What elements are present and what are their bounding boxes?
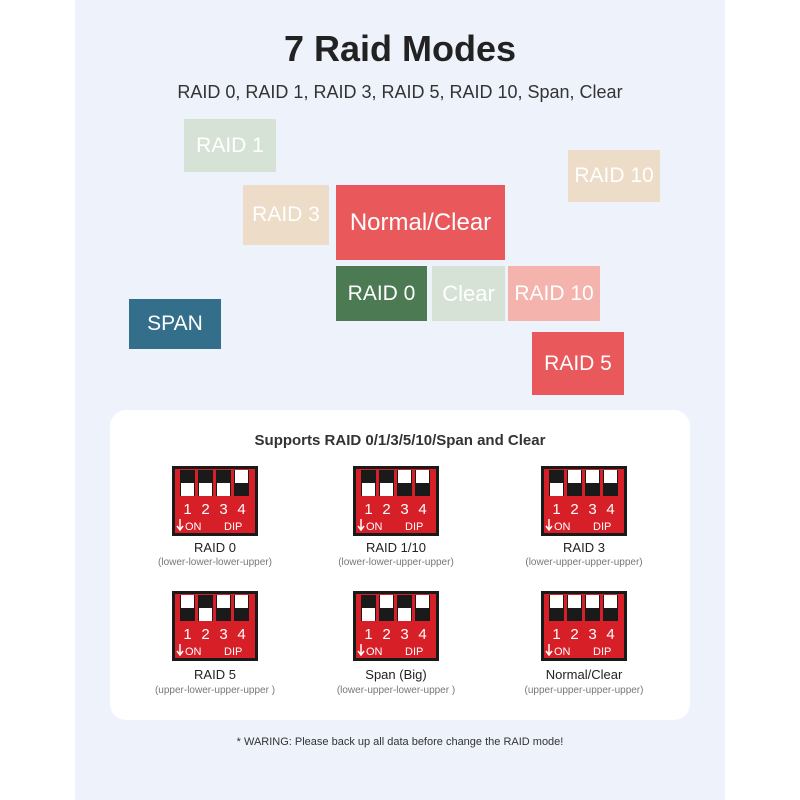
dip-number: 3 (400, 626, 408, 643)
page-title: 7 Raid Modes (283, 28, 517, 69)
dip-number: 4 (606, 501, 614, 518)
mode-name-raid-3: RAID 3 (563, 540, 605, 555)
dip-switch-knob (380, 483, 393, 496)
mode-name-raid-1-10: RAID 1/10 (366, 540, 426, 555)
dip-switch-knob (181, 483, 194, 496)
tile-raid-3: RAID 3 (243, 185, 329, 245)
dip-switch-card (110, 410, 690, 720)
dip-switch-knob (416, 595, 429, 608)
dip-switch-knob (181, 595, 194, 608)
mode-name-raid-0: RAID 0 (194, 540, 236, 555)
dip-number: 2 (570, 626, 578, 643)
mode-name-raid-5: RAID 5 (194, 667, 236, 682)
tile-raid-0: RAID 0 (336, 266, 427, 321)
dip-number: 1 (183, 501, 191, 518)
down-arrow-icon (357, 644, 365, 657)
warning-text: * WARING: Please back up all data before… (236, 736, 564, 748)
dip-on-label: ON (554, 646, 571, 658)
dip-switch-knob (217, 483, 230, 496)
down-arrow-icon (357, 519, 365, 532)
dip-number: 4 (237, 501, 245, 518)
dip-number: 3 (219, 501, 227, 518)
mode-positions-span: (lower-upper-lower-upper ) (336, 685, 456, 696)
dip-number: 4 (418, 626, 426, 643)
dip-switch-knob (199, 608, 212, 621)
dip-number: 2 (570, 501, 578, 518)
tile-raid-10-mid: RAID 10 (508, 266, 600, 321)
mode-name-normal-clear: Normal/Clear (545, 667, 623, 682)
dip-on-label: ON (185, 521, 202, 533)
dip-number: 1 (552, 626, 560, 643)
down-arrow-icon (176, 519, 184, 532)
dip-switch-knob (217, 595, 230, 608)
tile-raid-10-top: RAID 10 (568, 150, 660, 202)
dip-number: 4 (237, 626, 245, 643)
dip-number: 2 (201, 626, 209, 643)
dip-switch-knob (362, 483, 375, 496)
dip-number: 1 (183, 626, 191, 643)
dip-switch-knob (568, 470, 581, 483)
tile-raid-1: RAID 1 (184, 119, 276, 172)
dip-on-label: ON (185, 646, 202, 658)
dip-switch-knob (199, 483, 212, 496)
dip-switch-knob (568, 595, 581, 608)
dip-number: 4 (418, 501, 426, 518)
dip-switch-knob (380, 595, 393, 608)
dip-number: 3 (588, 501, 596, 518)
dip-switch-knob (398, 608, 411, 621)
mode-positions-normal-clear: (upper-upper-upper-upper) (524, 685, 644, 696)
dip-label: DIP (224, 646, 242, 658)
dip-number: 3 (588, 626, 596, 643)
dip-switch-knob (235, 595, 248, 608)
dip-switch-knob (604, 470, 617, 483)
dip-number: 1 (364, 626, 372, 643)
dip-label: DIP (405, 521, 423, 533)
tile-raid-5: RAID 5 (532, 332, 624, 395)
tile-clear: Clear (432, 266, 505, 321)
dip-switch-knob (235, 470, 248, 483)
dip-label: DIP (593, 646, 611, 658)
tile-normal-clear: Normal/Clear (336, 185, 505, 260)
dip-label: DIP (224, 521, 242, 533)
dip-number: 1 (552, 501, 560, 518)
dip-number: 3 (400, 501, 408, 518)
mode-name-span: Span (Big) (365, 667, 427, 682)
dip-number: 3 (219, 626, 227, 643)
supports-title: Supports RAID 0/1/3/5/10/Span and Clear (254, 432, 546, 449)
dip-on-label: ON (366, 646, 383, 658)
dip-label: DIP (593, 521, 611, 533)
mode-positions-raid-5: (upper-lower-upper-upper ) (154, 685, 276, 696)
dip-switch-knob (604, 595, 617, 608)
dip-number: 2 (382, 501, 390, 518)
mode-positions-raid-3: (lower-upper-upper-upper) (525, 557, 643, 568)
dip-number: 2 (382, 626, 390, 643)
mode-positions-raid-1-10: (lower-lower-upper-upper) (338, 557, 454, 568)
page-subtitle: RAID 0, RAID 1, RAID 3, RAID 5, RAID 10,… (177, 82, 623, 102)
dip-switch-knob (586, 470, 599, 483)
mode-positions-raid-0: (lower-lower-lower-upper) (158, 557, 272, 568)
dip-on-label: ON (366, 521, 383, 533)
dip-switch-knob (550, 595, 563, 608)
down-arrow-icon (545, 644, 553, 657)
dip-number: 1 (364, 501, 372, 518)
dip-label: DIP (405, 646, 423, 658)
dip-on-label: ON (554, 521, 571, 533)
dip-number: 4 (606, 626, 614, 643)
tile-span: SPAN (129, 299, 221, 349)
dip-switch-knob (586, 595, 599, 608)
down-arrow-icon (176, 644, 184, 657)
dip-switch-knob (416, 470, 429, 483)
dip-switch-knob (550, 483, 563, 496)
dip-switch-knob (398, 470, 411, 483)
dip-switch-knob (362, 608, 375, 621)
down-arrow-icon (545, 519, 553, 532)
dip-number: 2 (201, 501, 209, 518)
